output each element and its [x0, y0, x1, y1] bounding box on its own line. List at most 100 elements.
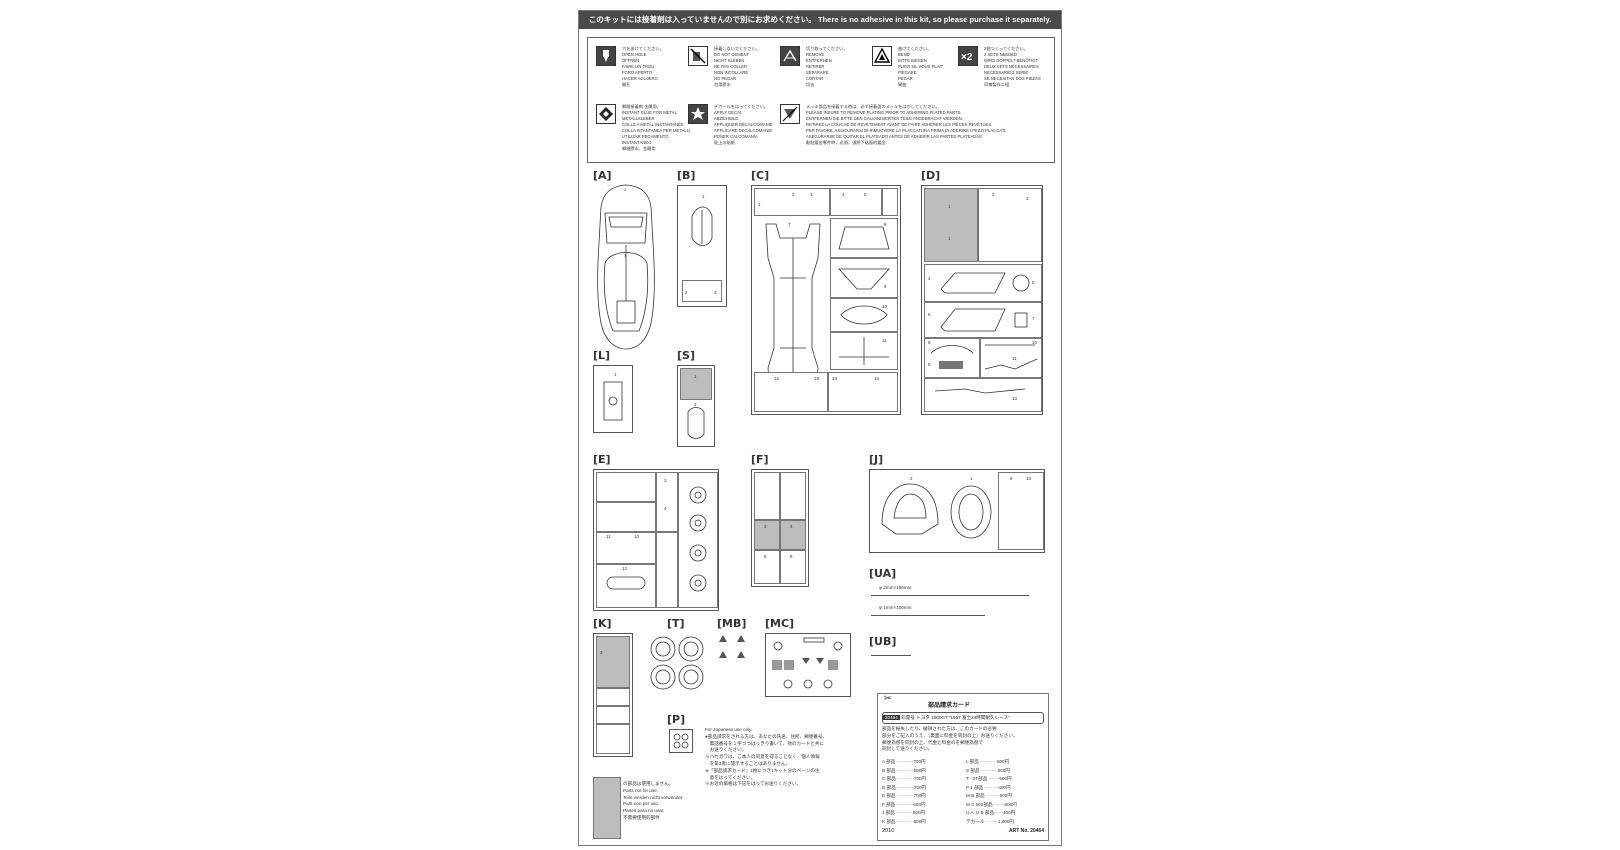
part-f6: [780, 550, 806, 584]
price-row: K 部品 ···········500円: [882, 818, 926, 824]
sprue-b: 1 2 3: [677, 185, 727, 307]
legend-item-remove: 切り取ってください。 REMOVE ENTFERNEN RETIRER SÉPA…: [780, 46, 874, 96]
part-c7-chassis: [765, 223, 821, 391]
section-label-b: [B]: [677, 169, 696, 182]
no-glue-icon: [688, 46, 708, 66]
price-row: A 部品 ···········700円: [882, 759, 926, 764]
sprue-s: 1 2: [677, 365, 715, 447]
drill-icon: [596, 46, 616, 66]
price-row: E 部品 ···········700円: [882, 793, 926, 798]
plating-icon: [780, 104, 800, 124]
part-j2-windshield: [881, 483, 939, 535]
japanese-only-note: For Japanese use only. ●部品請求をされる方は、あなたの氏…: [705, 727, 828, 787]
part-c6: [882, 188, 898, 216]
section-label-e: [E]: [593, 453, 611, 466]
legend-item-metal-glue: 瞬間接着剤 金属用。 INSTANT GLUE FOR METAL METALL…: [596, 104, 690, 154]
card-title: 部品請求カード: [928, 703, 971, 709]
section-label-a: [A]: [593, 169, 612, 182]
section-label-j: [J]: [869, 453, 884, 466]
card-product-name: 彩雲号 トヨタ 2000GT “1967 富士24時間耐久レース”: [901, 715, 1010, 720]
section-label-p: [P]: [667, 713, 686, 726]
part-d4-d5: [924, 264, 1042, 302]
price-row: P 1 部品 ·········400円: [966, 784, 1011, 790]
section-label-c: [C]: [751, 169, 770, 182]
instruction-sheet: このキットには接着剤は入っていませんので別にお求めください。 There is …: [578, 10, 1062, 846]
svg-text:1: 1: [624, 187, 627, 192]
scissors-icon: ✂: [884, 693, 892, 703]
legend-item-decal: デカールをはってください。 APPLY DECAL ABZIEHBILD APP…: [688, 104, 782, 154]
part-d2-d3: [978, 188, 1042, 262]
price-row: D 部品 ···········700円: [882, 784, 927, 790]
section-label-mc: [MC]: [765, 617, 795, 630]
part-c10: [830, 298, 898, 332]
card-year: 2010: [882, 828, 895, 834]
part-d6-d7: [924, 302, 1042, 338]
part-c11: [830, 332, 898, 370]
svg-text:×2: ×2: [961, 52, 973, 63]
card-product-line: 20464 彩雲号 トヨタ 2000GT “1967 富士24時間耐久レース”: [882, 712, 1044, 724]
parts-order-card: ✂ 部品請求カード 20464 彩雲号 トヨタ 2000GT “1967 富士2…: [877, 693, 1049, 841]
section-label-s: [S]: [677, 349, 695, 362]
part-s2: [687, 407, 705, 439]
part-f2: [780, 472, 806, 520]
part-c9: [830, 258, 898, 298]
price-row: M C 002部品 ·······500円: [966, 801, 1017, 807]
part-c1-c3: [754, 188, 830, 216]
part-d1-seats: [924, 188, 978, 262]
price-row: F 部品 ···········600円: [882, 801, 926, 807]
x2-icon: ×2: [958, 46, 978, 66]
section-label-l: [L]: [593, 349, 611, 362]
part-c4-c5: [830, 188, 882, 216]
part-k8-k9: [596, 724, 630, 754]
part-s1: [680, 368, 712, 400]
sprue-d: 1 1 2 3 4 5 6 7 8 9 10 11 13: [921, 185, 1043, 415]
ua-rod-2: [871, 615, 985, 616]
part-k6-k7: [596, 706, 630, 724]
adhesive-banner: このキットには接着剤は入っていませんので別にお求めください。 There is …: [579, 11, 1061, 29]
part-e4-e5: [596, 502, 656, 532]
part-a-body-shell: 1 1: [597, 184, 655, 350]
legend-item-no-glue: 接着しないでください。 DO NOT CEMENT NICHT KLEBEN N…: [688, 46, 782, 96]
price-row: M B 部品 ·········500円: [966, 793, 1012, 798]
decal-icon: [688, 104, 708, 124]
section-label-mb: [MB]: [717, 617, 747, 630]
part-e-wheels: [678, 472, 718, 608]
sprue-e: 11 10 12 3 4: [593, 469, 719, 611]
card-product-code: 20464: [883, 715, 900, 720]
part-d10-d11: [980, 338, 1042, 378]
price-row: C 部品 ···········700円: [882, 776, 927, 781]
ua-rod-1-label: φ 2mm×150mm: [879, 585, 912, 590]
part-d8-d9: [924, 338, 980, 378]
price-row: S 部品 ···········500円: [966, 767, 1010, 773]
sprue-c: 1 2 3 4 5 7 8 9 10 11 12 13 13 14: [751, 185, 901, 415]
part-j1-rear-window: [950, 485, 992, 539]
section-label-ub: [UB]: [869, 635, 897, 648]
part-c8: [830, 218, 898, 258]
part-b2-b3: [682, 280, 722, 302]
part-c13-c14: [828, 372, 898, 412]
card-price-list-right: L 部品 ···········500円 S 部品 ···········500…: [966, 758, 1046, 826]
bend-icon: [872, 46, 892, 66]
sprue-f: 3 4 5 6: [751, 469, 809, 587]
section-label-k: [K]: [593, 617, 612, 630]
section-label-t: [T]: [667, 617, 685, 630]
part-e10-e11: [596, 532, 656, 564]
price-row: B 部品 ···········500円: [882, 767, 926, 773]
section-label-ua: [UA]: [869, 567, 897, 580]
legend-item-plating: メッキ部品を接着する時は、必ず接着面のメッキをはがしてください。 PLEASE …: [780, 104, 1030, 154]
section-label-d: [D]: [921, 169, 941, 182]
price-row: J 部品 ···········500円: [882, 810, 926, 815]
unused-parts-swatch: [593, 777, 621, 839]
part-k1: [596, 636, 630, 688]
legend-item-drill: 穴をあけてください。 OPEN HOLE ÖFFNEN FAIRE UN TRO…: [596, 46, 690, 96]
ua-rod-2-label: φ 1mm×100mm: [879, 605, 912, 610]
price-row: L 部品 ···········500円: [966, 759, 1010, 764]
legend-item-x2: ×2 2個つくってください。 2 SETS NEEDED WIRD DOPPEL…: [958, 46, 1052, 96]
price-row: T · 2T部品 ·······500円: [966, 776, 1012, 781]
part-l1: [603, 381, 623, 421]
part-d12-d13: [924, 378, 1042, 412]
part-b1: [691, 206, 713, 246]
part-e1-e2: [596, 472, 656, 502]
legend-item-bend: 曲げてください。 BEND BITTE BIEGEN PLIER SIL VOU…: [872, 46, 966, 96]
part-f5: [754, 550, 780, 584]
